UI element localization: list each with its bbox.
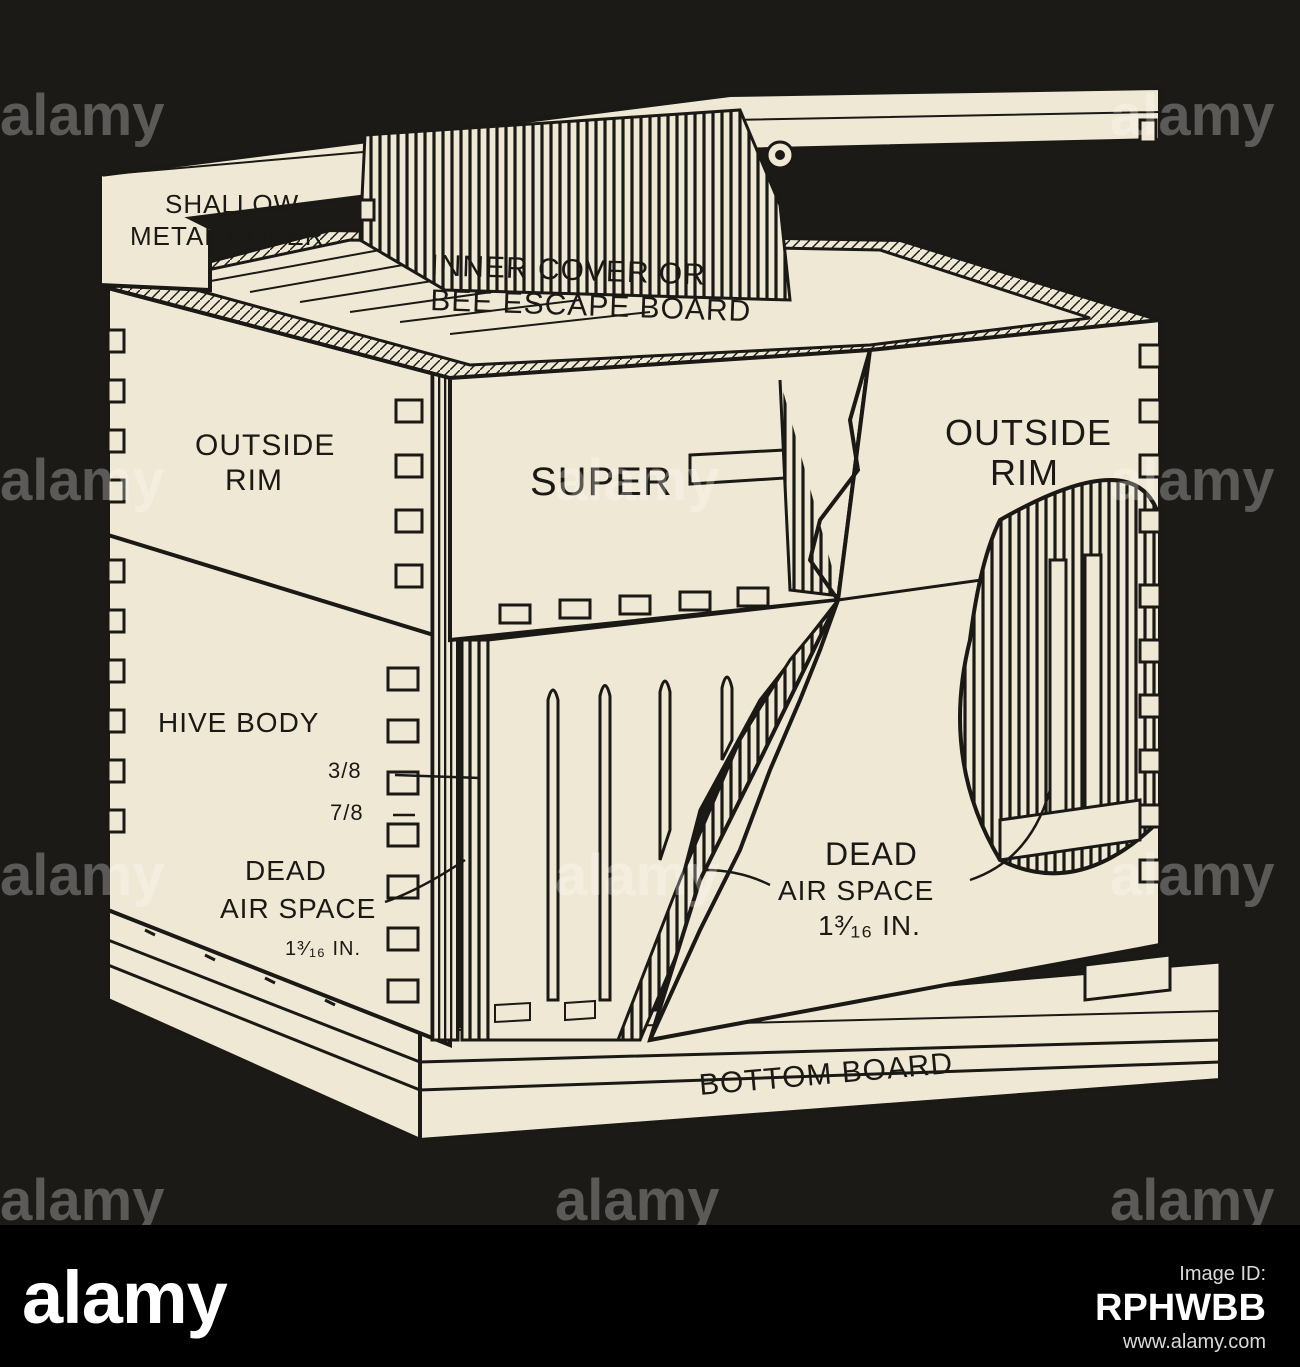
label-outside-rim-left-2: RIM [225,464,283,497]
label-hive-body: HIVE BODY [158,707,319,738]
watermark-layer: alamy alamy alamy alamy alamy alamy alam… [0,83,1274,1225]
label-dead-air-right-3: 1³⁄₁₆ IN. [818,910,921,941]
label-outside-rim-right-2: RIM [990,452,1059,493]
site-url-link[interactable]: www.alamy.com [1123,1331,1266,1353]
image-id-block: Image ID: RPHWBB www.alamy.com [706,1262,1266,1353]
image-id-value: RPHWBB [1095,1287,1266,1329]
watermark-text: alamy [1110,448,1274,513]
image-id-caption: Image ID: [1179,1263,1266,1285]
label-outside-rim-left-1: OUTSIDE [195,429,335,462]
watermark-text: alamy [0,1168,164,1225]
brand-logo[interactable]: alamy [22,1256,228,1339]
watermark-text: alamy [555,843,719,908]
watermark-text: alamy [1110,1168,1274,1225]
inner-cover [100,227,1161,381]
watermark-text: alamy [1110,843,1274,908]
label-dead-air-left-2: AIR SPACE [220,893,376,924]
label-dead-air-right-1: DEAD [825,836,918,872]
label-dim-seven-eighths: 7/8 [330,800,364,825]
label-shallow-metal-cover-2: METAL COVER [130,221,324,251]
watermark-text: alamy [0,83,164,148]
leader-lines [384,773,1052,904]
label-dead-air-left-3: 1³⁄₁₆ IN. [285,938,361,960]
hive-right-face [647,317,1162,1043]
label-dead-air-right-2: AIR SPACE [778,875,934,906]
hive-left-face [106,285,452,1048]
label-super: SUPER [530,460,673,504]
watermark-text: alamy [555,448,719,513]
watermark-text: alamy [1110,83,1274,148]
label-shallow-metal-cover-1: SHALLOW [165,189,299,219]
watermark-text: alamy [0,448,164,513]
photo-frame: SHALLOW METAL COVER INNER COVER OR BEE E… [0,0,1300,1225]
watermark-text: alamy [555,1168,719,1225]
watermark-text: alamy [0,843,164,908]
label-dim-three-eighths: 3/8 [328,758,362,783]
label-outside-rim-right-1: OUTSIDE [945,412,1112,453]
super-front-face [448,347,873,643]
footer-bar [0,1225,1300,1367]
label-dead-air-left-1: DEAD [245,855,327,886]
beehive-cutaway-diagram: SHALLOW METAL COVER INNER COVER OR BEE E… [0,83,1274,1225]
shallow-metal-cover [98,85,1162,302]
